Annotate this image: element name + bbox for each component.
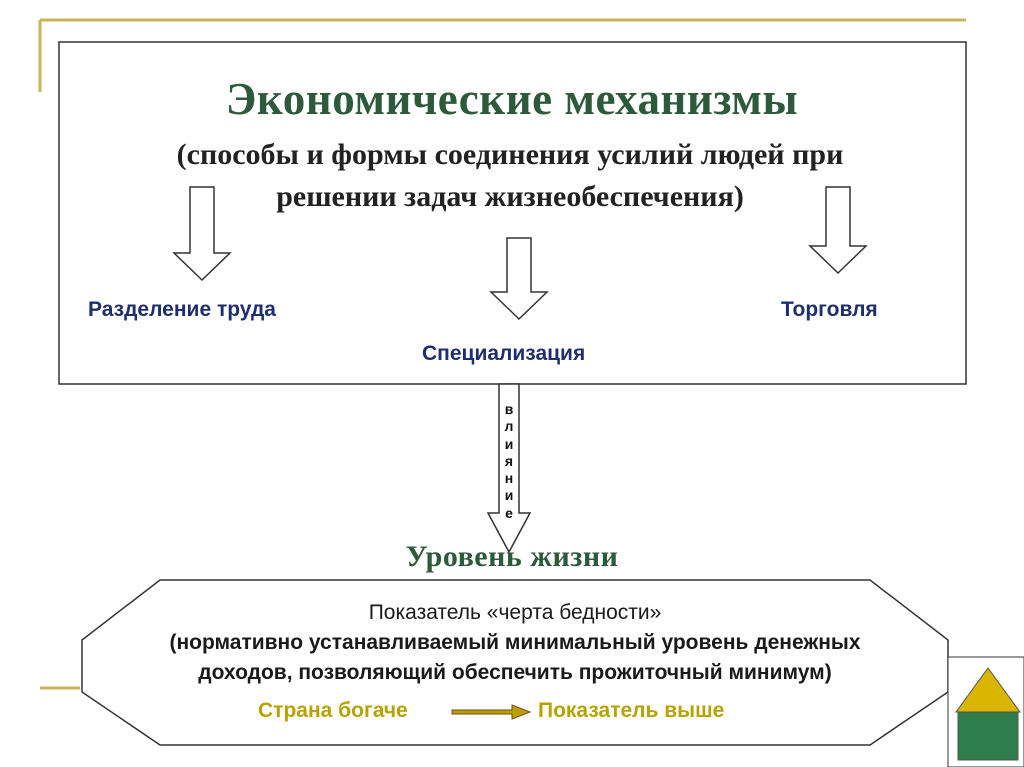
house-base-icon <box>957 711 1019 761</box>
label-country-richer: Страна богаче <box>258 699 408 722</box>
label-specialization: Специализация <box>422 342 586 365</box>
main-subtitle: (способы и формы соединения усилий людей… <box>60 134 960 218</box>
influence-letter: я <box>504 452 514 469</box>
poverty-line-heading: Показатель «черта бедности» <box>368 601 662 624</box>
living-standard-octagon <box>81 579 949 746</box>
influence-label: в л и я н и е <box>498 401 520 522</box>
influence-arrow <box>486 383 532 554</box>
main-title: Экономические механизмы <box>225 74 799 124</box>
richer-to-higher-arrow <box>451 704 532 720</box>
living-standard-title: Уровень жизни <box>405 540 619 573</box>
influence-letter: е <box>505 504 513 521</box>
poverty-line-definition-1: (нормативно устанавливаемый минимальный … <box>169 631 861 654</box>
influence-letter: л <box>504 418 514 435</box>
subtitle-line-2: решении задач жизнеобеспечения) <box>276 180 744 213</box>
influence-letter: в <box>504 401 514 417</box>
arrow-left-down <box>172 186 232 282</box>
label-trade: Торговля <box>781 298 878 321</box>
label-division-of-labor: Разделение труда <box>88 298 276 321</box>
arrow-right-down <box>808 186 868 275</box>
influence-letter: и <box>504 435 514 452</box>
poverty-line-description: Показатель «черта бедности» (нормативно … <box>80 598 950 688</box>
arrow-center-down <box>489 237 549 321</box>
influence-letter: н <box>504 470 514 487</box>
influence-letter: и <box>504 487 514 504</box>
label-indicator-higher: Показатель выше <box>538 699 725 722</box>
subtitle-line-1: (способы и формы соединения усилий людей… <box>176 138 844 171</box>
poverty-line-definition-2: доходов, позволяющий обеспечить прожиточ… <box>198 661 832 684</box>
